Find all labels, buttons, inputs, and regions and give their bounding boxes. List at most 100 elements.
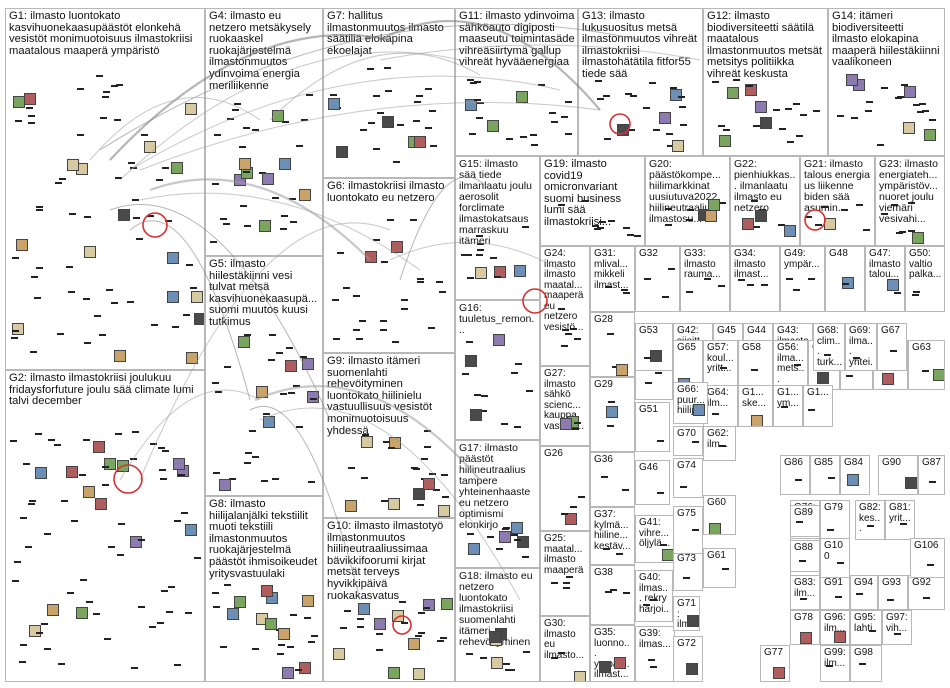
- user-node: [645, 382, 652, 384]
- group-g53: G53: [635, 323, 673, 371]
- user-node: [12, 580, 19, 582]
- user-node: [377, 112, 384, 114]
- user-node: [466, 653, 473, 655]
- user-node: [866, 101, 873, 103]
- user-node: [401, 299, 408, 301]
- user-node: [28, 122, 35, 124]
- user-node: [115, 433, 122, 435]
- user-node: [835, 596, 842, 598]
- group-g23: G23: ilmasto energiateh... ympäristöv...…: [875, 156, 945, 246]
- group-g1z: G1...: [803, 385, 833, 427]
- user-node: [894, 292, 901, 294]
- user-node: [281, 215, 288, 217]
- user-avatar: [186, 352, 198, 364]
- user-node: [668, 268, 675, 270]
- user-node: [649, 82, 656, 84]
- group-g82: G82: kes...: [855, 500, 885, 540]
- user-node: [480, 657, 487, 659]
- user-node: [712, 413, 719, 415]
- group-g86: G86: [780, 455, 810, 495]
- user-node: [869, 630, 876, 632]
- group-g62: G62: ilm...: [703, 426, 736, 461]
- user-node: [356, 338, 363, 340]
- user-node: [683, 577, 690, 579]
- user-node: [12, 330, 19, 332]
- user-avatar: [279, 158, 291, 170]
- group-label: G25: maatal... ilmasto maaperä: [544, 534, 587, 576]
- user-node: [644, 357, 651, 359]
- group-label: G82: kes...: [859, 503, 882, 535]
- user-node: [692, 441, 699, 443]
- user-node: [753, 226, 760, 228]
- user-avatar: [238, 336, 250, 348]
- group-g85: G85: [810, 455, 840, 495]
- group-g89: G89: [790, 505, 820, 537]
- group-g51: G51: [635, 402, 670, 452]
- group-label: G1...: [807, 388, 830, 399]
- user-avatar: [278, 628, 290, 640]
- user-node: [23, 463, 30, 465]
- user-node: [244, 225, 251, 227]
- user-node: [621, 289, 628, 291]
- user-avatar: [167, 252, 179, 264]
- user-node: [127, 301, 134, 303]
- user-node: [380, 329, 387, 331]
- user-node: [796, 135, 803, 137]
- user-node: [738, 279, 745, 281]
- user-node: [344, 610, 351, 612]
- group-g36: G36: [590, 452, 635, 507]
- user-node: [828, 477, 835, 479]
- user-node: [665, 224, 672, 226]
- user-node: [77, 88, 84, 90]
- user-node: [104, 638, 111, 640]
- user-node: [286, 347, 293, 349]
- user-node: [582, 200, 589, 202]
- user-node: [234, 103, 241, 105]
- group-label: G74: [677, 461, 700, 472]
- group-label: G92: [912, 578, 942, 589]
- user-node: [212, 382, 219, 384]
- user-node: [15, 120, 22, 122]
- user-node: [348, 467, 355, 469]
- group-label: G33: ilmasto rauma...: [684, 249, 727, 281]
- user-node: [660, 544, 667, 546]
- user-node: [813, 110, 820, 112]
- user-node: [603, 548, 610, 550]
- group-g31: G31: mlival... mikkeli ilmast...: [590, 246, 635, 312]
- user-avatar: [614, 657, 626, 669]
- group-g98: G98: [850, 645, 882, 682]
- user-node: [232, 109, 239, 111]
- group-g79: G79: [820, 500, 850, 540]
- user-node: [476, 117, 483, 119]
- user-node: [54, 444, 61, 446]
- group-label: G31: mlival... mikkeli ilmast...: [594, 249, 632, 291]
- user-node: [680, 124, 687, 126]
- user-node: [99, 334, 106, 336]
- user-node: [168, 586, 175, 588]
- user-node: [252, 129, 259, 131]
- user-avatar: [742, 218, 754, 230]
- user-node: [128, 162, 135, 164]
- user-node: [311, 635, 318, 637]
- group-g74: G74: [673, 458, 703, 498]
- group-label: G9: ilmasto itämeri suomenlahti rehevöit…: [327, 356, 452, 437]
- group-label: G81: yrit...: [889, 503, 912, 524]
- user-node: [417, 504, 424, 506]
- user-node: [151, 324, 158, 326]
- user-node: [428, 327, 435, 329]
- group-g87: G87: [918, 455, 945, 495]
- user-node: [413, 120, 420, 122]
- group-label: G77: [764, 648, 787, 659]
- group-g83: G83: ilm...: [790, 575, 820, 610]
- user-node: [549, 112, 556, 114]
- user-node: [913, 291, 920, 293]
- user-node: [605, 591, 612, 593]
- group-label: G65: [677, 343, 700, 354]
- user-node: [779, 128, 786, 130]
- user-avatar: [423, 478, 435, 490]
- user-node: [290, 614, 297, 616]
- group-label: G79: [824, 503, 847, 514]
- group-g97: G97: vih...: [882, 610, 912, 645]
- group-g30: G30: ilmasto eu ilmasto...: [540, 616, 590, 682]
- group-label: G22: pienhiukkas... ilmanlaatu ilmasto e…: [734, 159, 797, 214]
